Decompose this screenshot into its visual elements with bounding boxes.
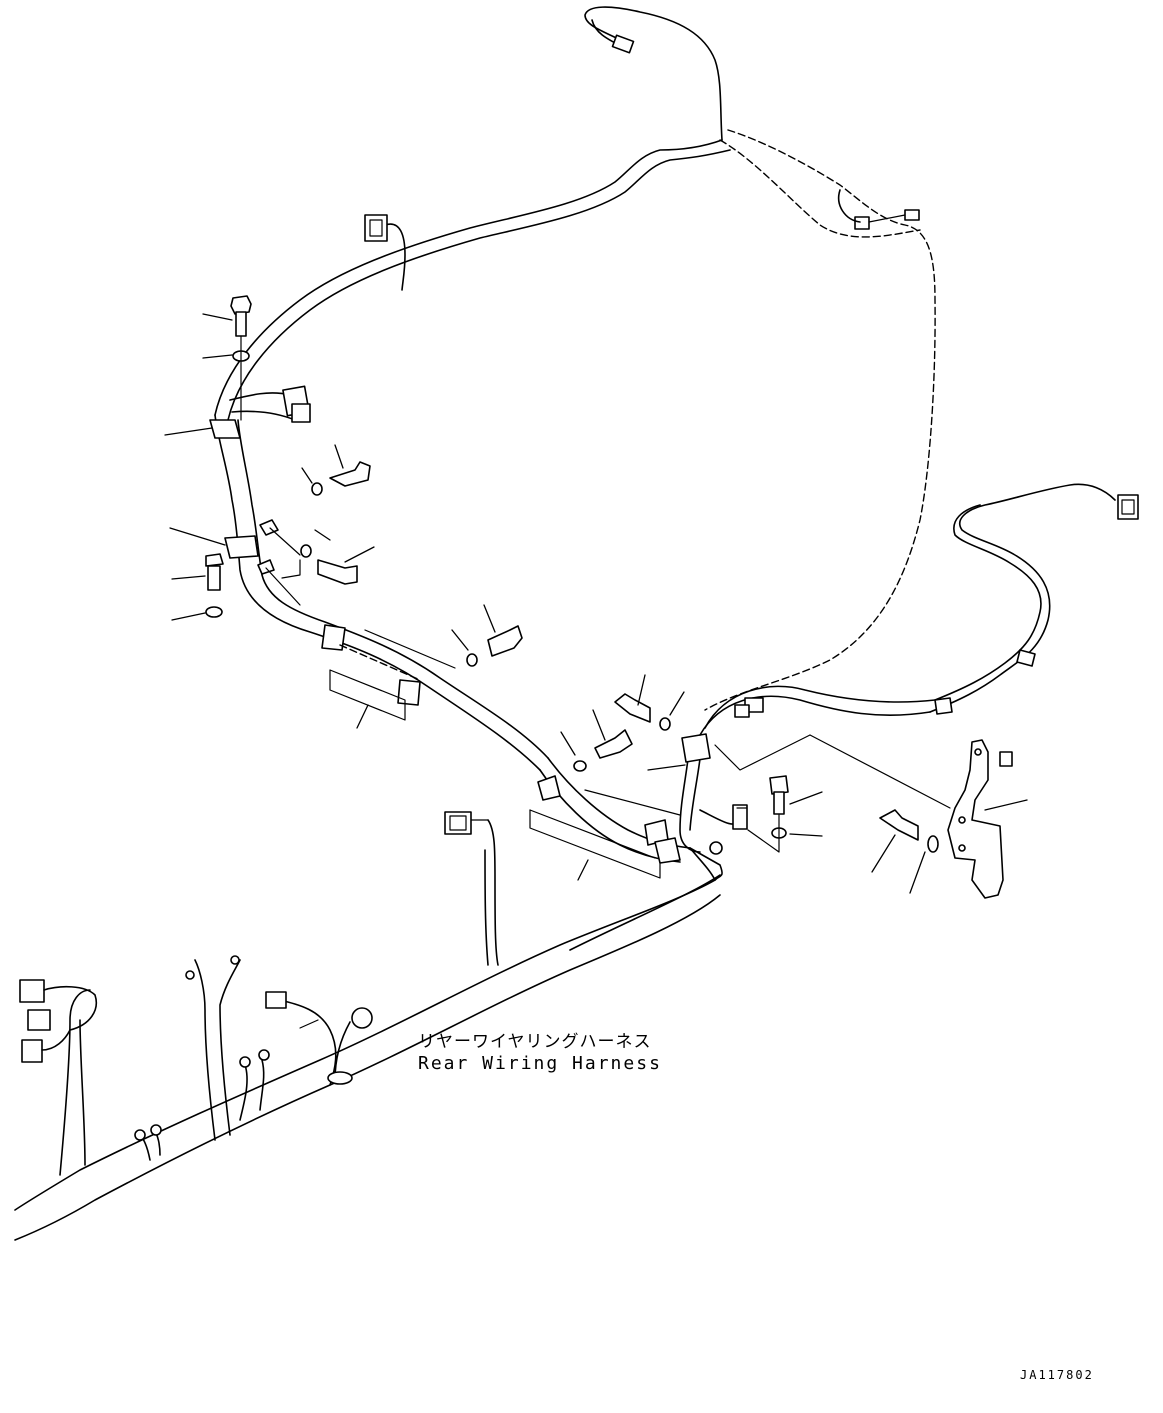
washer-icon (927, 835, 939, 853)
washer-icon (659, 717, 671, 731)
washer-icon (300, 544, 312, 558)
right-harness (929, 483, 1139, 715)
harness-label-japanese: リヤーワイヤリングハーネス (418, 1032, 652, 1052)
center-clamp-section (529, 685, 936, 879)
leader-lines (164, 313, 1028, 894)
washer-icon (573, 760, 587, 772)
main-trunk (14, 811, 723, 1241)
bolt-icon (329, 461, 371, 487)
bolt-icon (879, 809, 919, 841)
bolt-icon (769, 775, 789, 815)
bolt-icon (317, 559, 358, 585)
upper-harness (214, 6, 936, 711)
harness-label-english: Rear Wiring Harness (418, 1053, 662, 1074)
washer-icon (205, 606, 223, 618)
bolt-icon (230, 295, 252, 337)
fasteners (205, 295, 939, 853)
drawing-code: JA117802 (1020, 1368, 1094, 1382)
bolt-icon (594, 729, 633, 759)
bolt-icon (614, 693, 651, 723)
washer-icon (311, 482, 323, 496)
bolt-icon (487, 625, 523, 657)
mounting-bracket (714, 734, 1013, 899)
left-clamp-section (209, 414, 549, 771)
bolt-icon (205, 553, 224, 591)
washer-icon (466, 653, 478, 667)
